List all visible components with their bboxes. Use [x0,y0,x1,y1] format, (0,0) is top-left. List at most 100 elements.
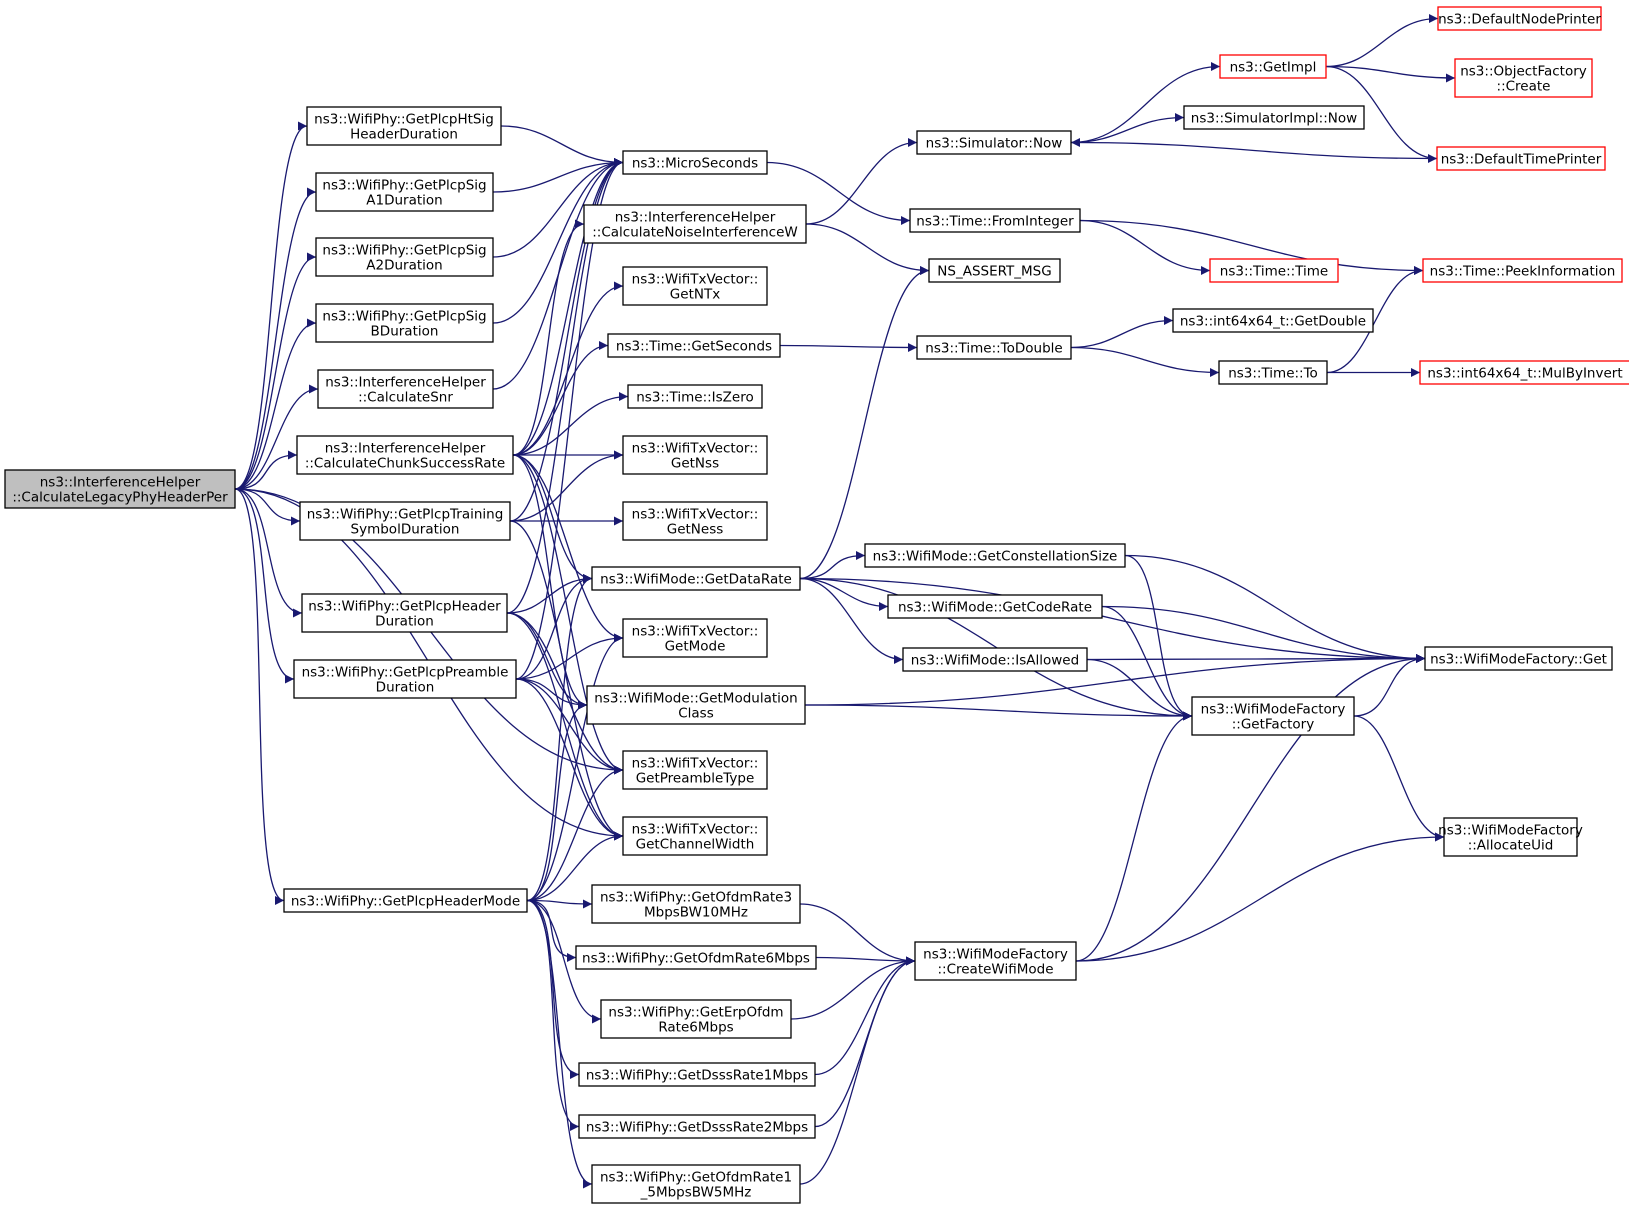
node-box [1209,258,1339,283]
node-box [1219,54,1327,79]
edge-preamble-to-micro [515,158,624,680]
node-box [1191,696,1355,736]
node-getimpl[interactable]: ns3::GetImpl [1219,54,1327,79]
edge-createmode-to-mfget [1075,654,1426,962]
node-isallowed[interactable]: ns3::WifiMode::IsAllowed [902,647,1088,672]
node-box [299,501,511,541]
node-ofdm15[interactable]: ns3::WifiPhy::GetOfdmRate1_5MbpsBW5MHz [591,1164,801,1204]
node-hdrmode[interactable]: ns3::WifiPhy::GetPlcpHeaderMode [283,888,528,913]
node-label: Duration [376,680,435,696]
edge-root-to-sigb [234,318,317,490]
node-box [902,647,1088,672]
node-simimplnow[interactable]: ns3::SimulatorImpl::Now [1183,105,1365,130]
node-mfget[interactable]: ns3::WifiModeFactory::Get [1424,646,1613,671]
node-label: ns3::GetImpl [1230,60,1317,76]
node-label: HeaderDuration [350,127,458,143]
node-label: ns3::WifiPhy::GetPlcpHeaderMode [291,894,520,910]
edge-dsss1-to-createmode [814,956,916,1076]
edge-siga1-to-micro [492,158,624,193]
node-label: ns3::WifiPhy::GetDsssRate2Mbps [586,1120,808,1136]
node-peek[interactable]: ns3::Time::PeekInformation [1422,258,1623,283]
node-box [591,1164,801,1204]
edge-root-to-siga1 [234,187,317,490]
node-micro[interactable]: ns3::MicroSeconds [622,150,768,175]
node-label: ns3::DefaultNodePrinter [1438,12,1601,28]
node-box [283,888,528,913]
node-chunk[interactable]: ns3::InterferenceHelper::CalculateChunkS… [296,435,514,475]
edge-root-to-snr [234,384,319,490]
node-iszero[interactable]: ns3::Time::IsZero [627,384,763,409]
node-label: ns3::WifiMode::GetConstellationSize [873,549,1118,565]
node-label: ns3::WifiMode::IsAllowed [911,653,1079,669]
edge-datarate-to-coderate [799,577,889,611]
nodes-layer: ns3::InterferenceHelper::CalculateLegacy… [4,6,1629,1204]
node-box [583,204,807,244]
node-box [1437,6,1602,31]
node-chwidth[interactable]: ns3::WifiTxVector::GetChannelWidth [622,816,768,856]
node-coderate[interactable]: ns3::WifiMode::GetCodeRate [887,594,1103,619]
edge-ofdm6-to-createmode [815,956,916,966]
node-box [306,106,502,146]
node-defnode[interactable]: ns3::DefaultNodePrinter [1437,6,1602,31]
node-label: ::CalculateChunkSuccessRate [305,456,505,472]
node-box [296,435,514,475]
edge-dsss2-to-createmode [814,956,916,1128]
node-getmode[interactable]: ns3::WifiTxVector::GetMode [622,618,768,658]
node-alloc[interactable]: ns3::WifiModeFactory::AllocateUid [1438,817,1583,857]
edge-root-to-siga2 [234,252,317,490]
node-noise[interactable]: ns3::InterferenceHelper::CalculateNoiseI… [583,204,807,244]
node-constsize[interactable]: ns3::WifiMode::GetConstellationSize [864,543,1126,568]
node-label: GetMode [665,639,726,655]
edge-sigb-to-micro [492,158,624,324]
edge-datarate-to-isallowed [799,577,904,664]
node-fromint[interactable]: ns3::Time::FromInteger [909,208,1081,233]
node-timetime[interactable]: ns3::Time::Time [1209,258,1339,283]
node-ness[interactable]: ns3::WifiTxVector::GetNess [622,501,768,541]
node-training[interactable]: ns3::WifiPhy::GetPlcpTrainingSymbolDurat… [299,501,511,541]
edge-hdrdur-to-datarate [506,574,593,614]
node-root[interactable]: ns3::InterferenceHelper::CalculateLegacy… [4,469,236,509]
node-dsss2[interactable]: ns3::WifiPhy::GetDsssRate2Mbps [578,1114,816,1139]
node-box [622,816,768,856]
node-getdouble[interactable]: ns3::int64x64_t::GetDouble [1172,308,1374,333]
edge-hdrmode-to-getmode [526,633,624,902]
node-ofdm6[interactable]: ns3::WifiPhy::GetOfdmRate6Mbps [575,945,817,970]
edge-siga2-to-micro [492,158,624,258]
node-label: ns3::Time::FromInteger [916,214,1074,230]
node-getfactory[interactable]: ns3::WifiModeFactory::GetFactory [1191,696,1355,736]
node-objfac[interactable]: ns3::ObjectFactory::Create [1454,58,1593,98]
node-box [1172,308,1374,333]
node-label: ns3::WifiPhy::GetOfdmRate6Mbps [582,951,810,967]
node-box [315,172,494,212]
edge-root-to-hdrmode [234,488,285,905]
node-datarate[interactable]: ns3::WifiMode::GetDataRate [591,566,801,591]
node-timeto[interactable]: ns3::Time::To [1218,360,1328,385]
node-label: ::CreateWifiMode [937,962,1053,978]
edge-chunk-to-noise [512,219,585,456]
edge-fromint-to-timetime [1079,219,1211,275]
node-deftime[interactable]: ns3::DefaultTimePrinter [1436,146,1606,171]
edge-fromint-to-peek [1079,219,1424,275]
node-label: ::CalculateSnr [358,390,453,406]
node-getsec[interactable]: ns3::Time::GetSeconds [607,333,781,358]
node-box [1419,360,1629,385]
node-assert[interactable]: NS_ASSERT_MSG [928,258,1061,283]
node-snr[interactable]: ns3::InterferenceHelper::CalculateSnr [317,369,494,409]
node-pretype[interactable]: ns3::WifiTxVector::GetPreambleType [622,750,768,790]
node-mulinv[interactable]: ns3::int64x64_t::MulByInvert [1419,360,1629,385]
node-ntx[interactable]: ns3::WifiTxVector::GetNTx [622,266,768,306]
node-simnow[interactable]: ns3::Simulator::Now [916,130,1072,155]
node-nss[interactable]: ns3::WifiTxVector::GetNss [622,435,768,475]
node-dsss1[interactable]: ns3::WifiPhy::GetDsssRate1Mbps [578,1062,816,1087]
node-todouble[interactable]: ns3::Time::ToDouble [916,335,1072,360]
node-createmode[interactable]: ns3::WifiModeFactory::CreateWifiMode [914,941,1077,981]
